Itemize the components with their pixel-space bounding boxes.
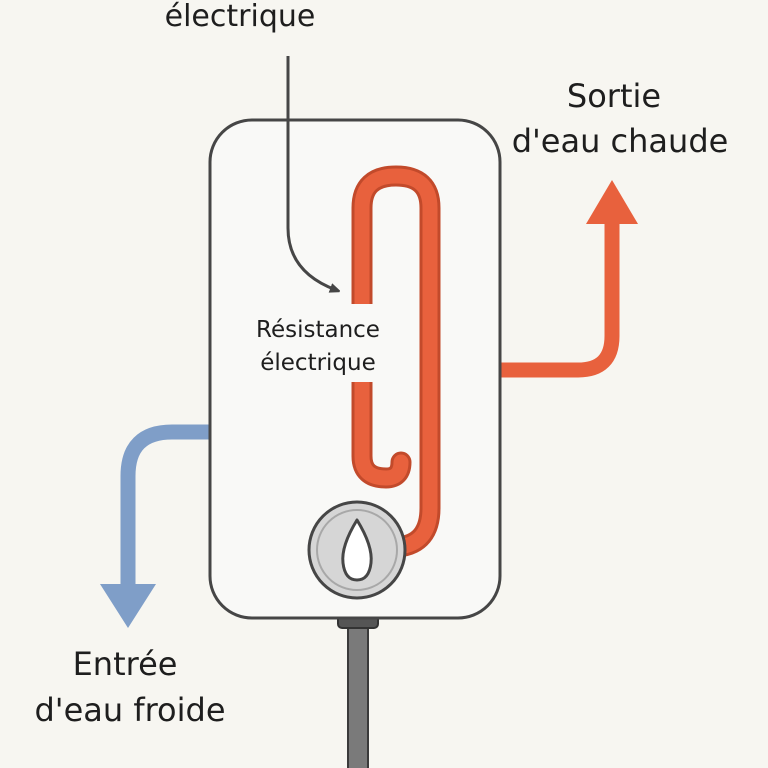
hot-water-pipe xyxy=(496,222,620,378)
top-label: électrique xyxy=(165,0,316,34)
element-pointer-line xyxy=(286,56,336,290)
cold-water-arrowhead xyxy=(100,584,156,628)
element-label-backdrop xyxy=(238,304,398,382)
cold-water-pipe xyxy=(120,424,214,586)
inlet-label-line2: d'eau froide xyxy=(34,691,225,729)
heating-element xyxy=(351,165,441,558)
thermostat-knob[interactable] xyxy=(307,500,407,600)
element-label-line2: électrique xyxy=(260,350,376,376)
knob-inner-ring xyxy=(316,509,398,591)
element-label-line1: Résistance xyxy=(256,317,380,343)
inlet-label-line1: Entrée xyxy=(73,645,178,683)
outlet-label-line1: Sortie xyxy=(567,77,661,115)
outlet-label-line2: d'eau chaude xyxy=(512,122,729,160)
cold-water-inlet-arrow xyxy=(100,424,214,628)
supply-pipe-tube xyxy=(347,617,369,768)
hot-water-outlet-arrow xyxy=(496,180,638,378)
heating-element-core xyxy=(354,168,438,555)
hot-water-arrowhead xyxy=(586,180,638,224)
water-drop-icon xyxy=(341,518,373,582)
